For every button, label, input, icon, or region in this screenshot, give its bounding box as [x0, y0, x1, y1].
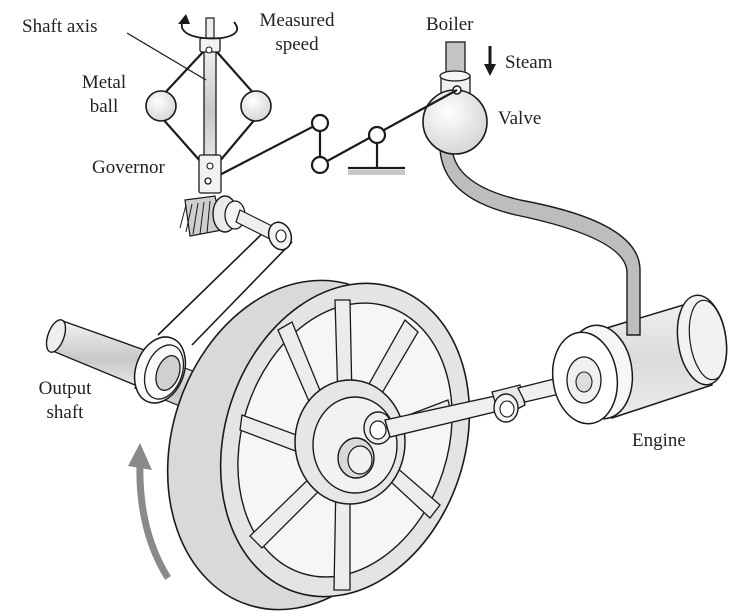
label-output-shaft-line2: shaft: [46, 402, 84, 423]
ground-icon: [348, 170, 405, 175]
label-steam: Steam: [505, 52, 553, 73]
label-governor: Governor: [92, 157, 165, 178]
steam-arrow-icon: [484, 46, 496, 76]
rotation-arrow-icon: [128, 443, 171, 580]
label-valve: Valve: [498, 108, 542, 129]
engine: [551, 294, 728, 425]
label-engine: Engine: [632, 430, 686, 451]
metal-ball-left: [145, 90, 177, 122]
label-measured-speed-line2: speed: [275, 34, 319, 55]
shaft-axis-leader: [126, 32, 207, 81]
measured-speed-arrow-icon: [178, 14, 238, 40]
valve: [422, 85, 488, 155]
metal-ball-right: [240, 90, 272, 122]
flywheel: [166, 279, 471, 611]
label-output-shaft-line1: Output: [38, 378, 92, 399]
lever-linkage: [207, 89, 458, 182]
label-boiler: Boiler: [426, 14, 474, 35]
label-shaft-axis: Shaft axis: [22, 16, 98, 37]
label-metal-ball-line1: Metal: [81, 72, 127, 93]
governor: [145, 17, 293, 251]
output-shaft: [45, 319, 231, 421]
label-metal-ball-line2: ball: [89, 96, 119, 117]
steam-pipe: [439, 147, 641, 336]
belt: [157, 227, 293, 346]
label-measured-speed-line1: Measured: [259, 10, 335, 31]
